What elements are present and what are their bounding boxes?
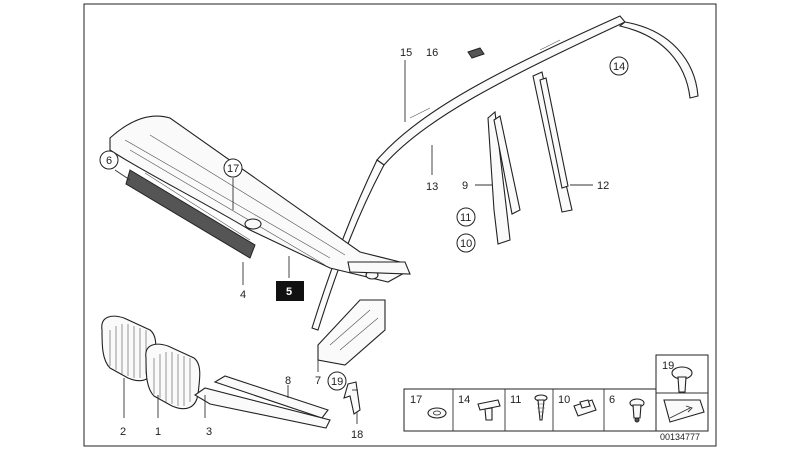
label-1: 1	[155, 426, 161, 438]
label-8: 8	[285, 375, 291, 387]
label-6: 6	[106, 155, 112, 167]
part-seal-9	[487, 110, 521, 245]
label-11: 11	[460, 212, 471, 224]
label-9: 9	[462, 180, 468, 192]
legend-label-11: 11	[510, 394, 521, 406]
label-10: 10	[460, 238, 472, 250]
label-17: 17	[227, 163, 239, 175]
legend-icon-rivet-6	[629, 398, 645, 423]
highlight-box-5	[276, 281, 304, 301]
label-2: 2	[120, 426, 126, 438]
legend-icon-clip-10	[573, 399, 597, 417]
legend-label-14: 14	[458, 394, 470, 406]
legend-label-19: 19	[662, 360, 674, 372]
legend-label-6: 6	[609, 394, 615, 406]
label-13: 13	[426, 181, 438, 193]
legend-icon-arrow	[663, 399, 705, 423]
legend-label-10: 10	[558, 394, 570, 406]
part-seal-12	[532, 71, 573, 213]
legend-row-frame	[403, 388, 657, 432]
part-cowl-panel	[109, 115, 411, 283]
label-5: 5	[286, 286, 292, 298]
label-12: 12	[597, 180, 609, 192]
label-14: 14	[613, 61, 625, 73]
label-19: 19	[331, 376, 343, 388]
callout-labels: 15 16 14 13 9 12 11 10 6 17 4 5 7 19 8 2…	[99, 47, 629, 441]
circle-17	[223, 158, 243, 178]
legend-icon-screw-11	[534, 394, 548, 421]
label-18: 18	[351, 429, 363, 441]
label-15: 15	[400, 47, 412, 59]
part-roof-molding	[376, 15, 699, 166]
part-seal-8	[213, 375, 329, 419]
label-4: 4	[240, 289, 246, 301]
circle-10	[456, 233, 476, 253]
part-a-pillar-trim	[311, 159, 385, 331]
small-parts-legend: 17 14 11 10 6 19	[403, 354, 709, 442]
circle-19	[327, 371, 347, 391]
legend-icon-clip-14	[477, 399, 501, 421]
circle-6	[99, 150, 119, 170]
label-16: 16	[426, 47, 438, 59]
circle-11	[456, 207, 476, 227]
part-cowl-grille	[125, 169, 256, 259]
diagram-id: 00134777	[660, 432, 700, 442]
circle-14	[609, 56, 629, 76]
part-cover-3	[193, 387, 331, 429]
part-clip-16	[467, 47, 485, 59]
legend-icon-pin-19	[671, 366, 693, 393]
label-3: 3	[206, 426, 212, 438]
leader-lines	[114, 60, 593, 424]
label-7: 7	[315, 375, 321, 387]
legend-label-17: 17	[410, 394, 422, 406]
